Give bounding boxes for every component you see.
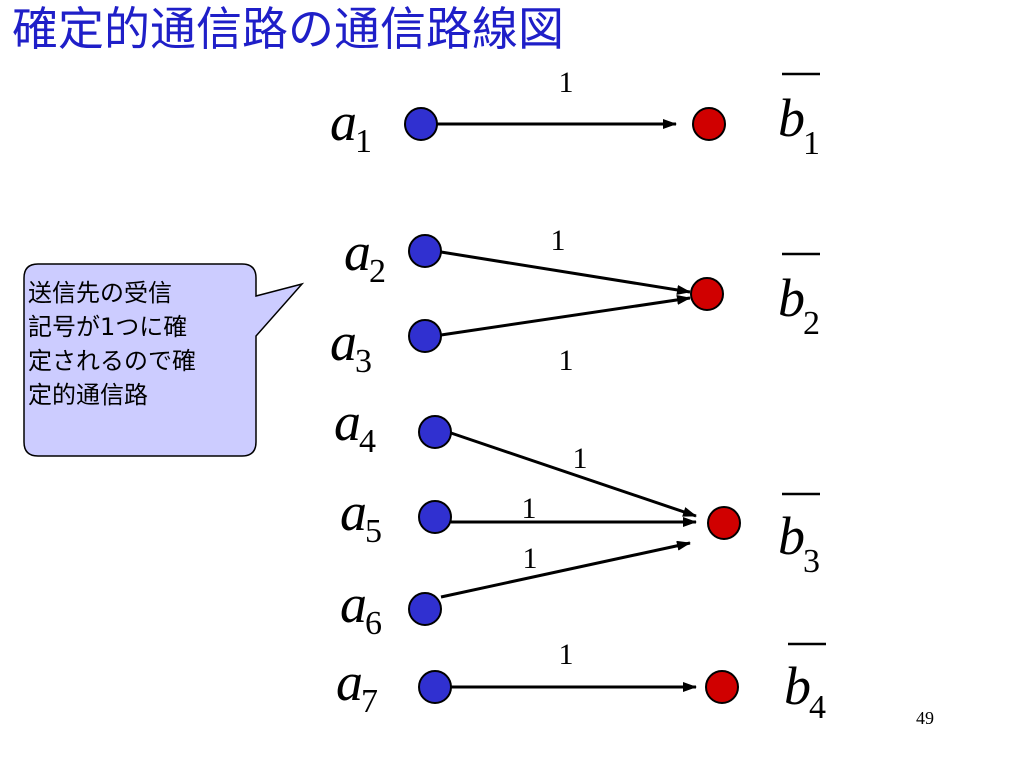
input-node-a1	[404, 107, 438, 141]
edge-a2-b2: 1	[440, 224, 691, 295]
output-label-b3: b3	[778, 492, 820, 580]
svg-text:b1: b1	[778, 88, 820, 162]
input-label-a5: a5	[340, 482, 382, 550]
edge-a7-b4: 1	[451, 638, 697, 692]
edge-label-a5-b3: 1	[522, 492, 537, 525]
svg-text:b2: b2	[778, 268, 820, 342]
slide-title: 確定的通信路の通信路線図	[12, 2, 564, 56]
callout-line: 定的通信路	[28, 381, 148, 410]
input-label-a6: a6	[340, 574, 382, 642]
edge-a6-b3: 1	[440, 540, 691, 599]
input-label-a4: a4	[334, 392, 376, 460]
callout-text: 送信先の受信 記号が1つに確 定されるので確 定的通信路	[28, 276, 260, 412]
edge-label-a2-b2: 1	[551, 224, 566, 257]
input-label-a2: a2	[344, 222, 386, 290]
svg-text:b4: b4	[784, 656, 826, 726]
output-node-b2	[690, 277, 724, 311]
edge-label-a4-b3: 1	[573, 442, 588, 475]
edge-label-a1-b1: 1	[559, 66, 574, 99]
input-node-a7	[418, 670, 452, 704]
callout-line: 定されるので確	[28, 347, 196, 376]
output-label-b2: b2	[778, 252, 820, 342]
edge-a4-b3: 1	[450, 431, 697, 518]
input-node-a5	[418, 500, 452, 534]
output-label-b4: b4	[784, 642, 826, 726]
edge-label-a6-b3: 1	[523, 542, 538, 575]
edge-a1-b1: 1	[437, 66, 677, 129]
callout-bubble	[23, 263, 305, 457]
input-label-a7: a7	[336, 652, 378, 720]
output-node-b1	[692, 107, 726, 141]
input-node-a3	[408, 319, 442, 353]
input-node-a6	[408, 592, 442, 626]
edge-a3-b2: 1	[440, 294, 691, 377]
edge-label-a7-b4: 1	[559, 638, 574, 671]
svg-text:b3: b3	[778, 506, 820, 580]
input-label-a3: a3	[330, 312, 372, 380]
callout-line: 記号が1つに確	[28, 313, 188, 342]
page-number: 49	[916, 708, 934, 728]
input-label-a1: a1	[330, 92, 372, 160]
input-node-a4	[418, 415, 452, 449]
input-node-a2	[408, 234, 442, 268]
output-node-b3	[707, 506, 741, 540]
callout-line: 送信先の受信	[28, 279, 172, 307]
edge-a5-b3: 1	[451, 492, 697, 527]
output-label-b1: b1	[778, 72, 820, 162]
output-node-b4	[705, 670, 739, 704]
edge-label-a3-b2: 1	[559, 344, 574, 377]
